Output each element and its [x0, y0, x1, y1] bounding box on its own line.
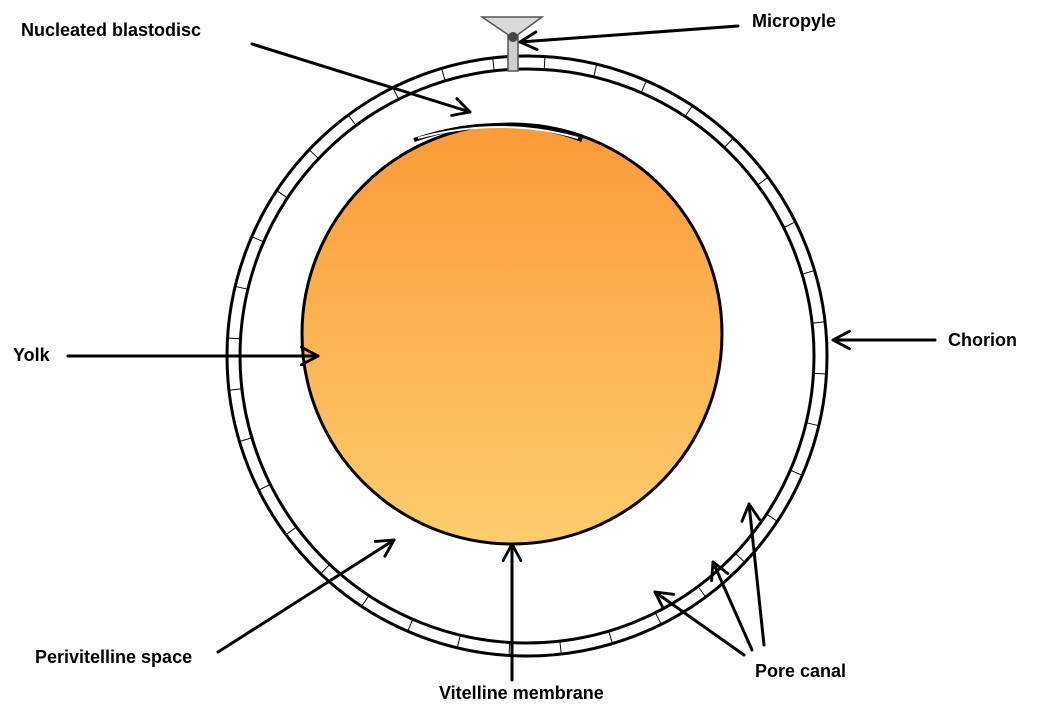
label-chorion: Chorion [948, 330, 1017, 350]
yolk [302, 124, 722, 544]
label-perivitelline-space: Perivitelline space [35, 647, 192, 667]
arrow-micropyle [520, 26, 738, 42]
label-micropyle: Micropyle [752, 11, 836, 31]
label-pore-canal: Pore canal [755, 661, 846, 681]
label-nucleated-blastodisc: Nucleated blastodisc [21, 20, 201, 40]
label-yolk: Yolk [13, 345, 51, 365]
label-vitelline-membrane: Vitelline membrane [439, 683, 604, 703]
